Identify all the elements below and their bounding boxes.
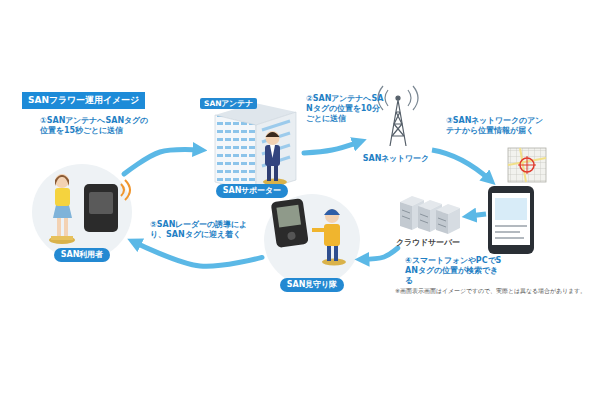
node-box: SANアンテナ SANサポーター: [200, 98, 304, 198]
node-label: SANサポーター: [216, 184, 289, 198]
flow-arrow: [469, 214, 486, 216]
antenna-tower: [378, 86, 418, 146]
server-figure: [400, 196, 460, 234]
watcher-figure: [264, 194, 360, 286]
smartphone-figure: [488, 148, 546, 254]
step-note: ①SANアンテナへSANタグの位置を15秒ごとに送信: [40, 116, 152, 136]
flow-arrow: [304, 142, 360, 153]
step-note: ②SANアンテナへSANタグの位置を10分ごとに送信: [306, 94, 384, 124]
node-label: SANアンテナ: [200, 98, 257, 109]
node-label: SAN見守り隊: [280, 278, 345, 292]
node-box: SAN見守り隊: [262, 196, 362, 292]
step-note: ⑤SANレーダーの誘導により、SANタグに迎え着く: [150, 220, 255, 240]
flow-arrow: [432, 150, 490, 180]
user-figure: [32, 164, 132, 260]
diagram-title: SANフラワー運用イメージ: [22, 92, 145, 109]
flow-arrow: [362, 248, 398, 259]
node-box: SAN利用者: [30, 162, 134, 262]
node-label: クラウドサーバー: [396, 238, 460, 248]
building-figure: [215, 103, 296, 192]
node-box: クラウドサーバー: [392, 190, 464, 248]
step-note: ④スマートフォンやPCでSANタグの位置が検索できる: [405, 256, 505, 286]
flow-arrow: [134, 242, 262, 266]
step-note: ③SANネットワークのアンテナから位置情報が届く: [446, 116, 550, 136]
node-label: SAN利用者: [54, 248, 111, 262]
flow-arrow: [124, 150, 200, 174]
footnote: ※画面表示画面はイメージですので、実際とは異なる場合があります。: [395, 287, 605, 296]
node-label: SANネットワーク: [363, 154, 430, 164]
